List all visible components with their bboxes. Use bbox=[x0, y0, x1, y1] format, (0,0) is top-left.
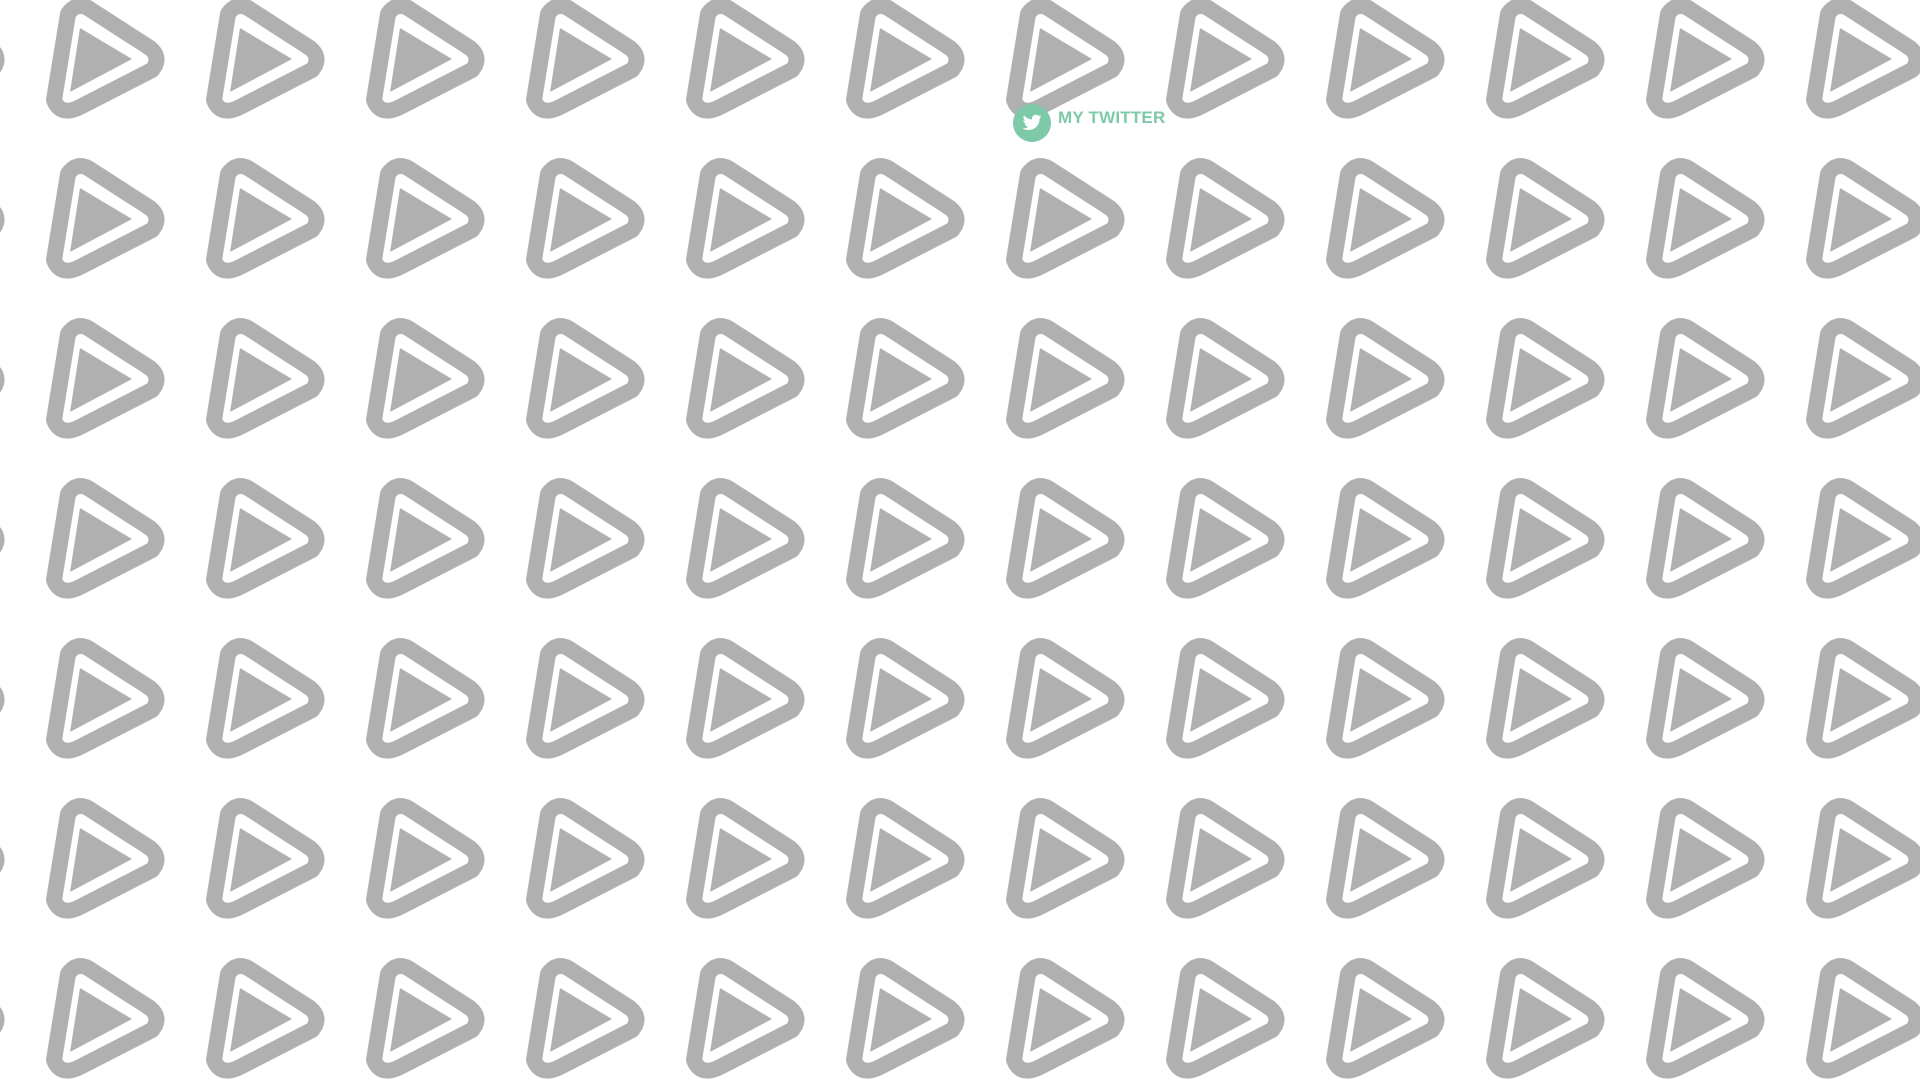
play-icon bbox=[1166, 798, 1285, 919]
play-icon bbox=[686, 478, 805, 599]
play-icon bbox=[846, 318, 965, 439]
play-icon bbox=[46, 798, 165, 919]
play-icon bbox=[1486, 158, 1605, 279]
play-icon bbox=[1006, 478, 1125, 599]
play-icon bbox=[1326, 158, 1445, 279]
play-icon bbox=[846, 0, 965, 119]
play-icon bbox=[206, 158, 325, 279]
play-icon bbox=[526, 958, 645, 1079]
play-icon bbox=[686, 638, 805, 759]
play-icon bbox=[686, 158, 805, 279]
play-icon bbox=[1326, 958, 1445, 1079]
play-icon bbox=[526, 318, 645, 439]
play-icon bbox=[1486, 638, 1605, 759]
play-icon bbox=[206, 478, 325, 599]
play-icon bbox=[1486, 318, 1605, 439]
play-icon bbox=[46, 478, 165, 599]
play-icon bbox=[1006, 798, 1125, 919]
play-icon bbox=[1166, 0, 1285, 119]
play-icon bbox=[1326, 0, 1445, 119]
play-icon bbox=[526, 798, 645, 919]
play-icon bbox=[526, 0, 645, 119]
play-icon bbox=[206, 638, 325, 759]
play-icon bbox=[1806, 958, 1920, 1079]
play-icon bbox=[846, 958, 965, 1079]
play-icon bbox=[1806, 798, 1920, 919]
play-icon bbox=[366, 798, 485, 919]
play-icon bbox=[1806, 158, 1920, 279]
play-icon bbox=[1166, 158, 1285, 279]
play-icon bbox=[686, 0, 805, 119]
play-icon bbox=[1646, 0, 1765, 119]
play-icon bbox=[1646, 798, 1765, 919]
play-icon bbox=[1486, 798, 1605, 919]
play-icon bbox=[366, 958, 485, 1079]
play-icon bbox=[366, 478, 485, 599]
play-icon bbox=[686, 958, 805, 1079]
play-icon bbox=[1166, 958, 1285, 1079]
my-twitter-label: MY TWITTER bbox=[1058, 108, 1166, 127]
play-icon bbox=[206, 798, 325, 919]
play-icon bbox=[686, 798, 805, 919]
play-icon bbox=[1326, 318, 1445, 439]
play-icon bbox=[846, 158, 965, 279]
play-icon bbox=[1486, 0, 1605, 119]
play-icon bbox=[1326, 638, 1445, 759]
play-icon bbox=[526, 478, 645, 599]
play-icon bbox=[1326, 798, 1445, 919]
play-icon bbox=[846, 798, 965, 919]
play-icon bbox=[46, 638, 165, 759]
play-icon bbox=[366, 638, 485, 759]
play-icon bbox=[1006, 638, 1125, 759]
play-icon bbox=[1006, 0, 1125, 119]
play-icon bbox=[1806, 478, 1920, 599]
play-icon bbox=[846, 478, 965, 599]
play-icon bbox=[1006, 958, 1125, 1079]
play-icon bbox=[366, 318, 485, 439]
play-icon bbox=[46, 318, 165, 439]
play-icon bbox=[46, 158, 165, 279]
play-icon bbox=[1646, 958, 1765, 1079]
play-icon bbox=[526, 638, 645, 759]
my-twitter-link[interactable]: MY TWITTER bbox=[1012, 100, 1165, 146]
play-icon bbox=[206, 318, 325, 439]
play-icon bbox=[1806, 318, 1920, 439]
play-icon bbox=[1646, 478, 1765, 599]
play-icon bbox=[846, 638, 965, 759]
play-icon bbox=[366, 0, 485, 119]
play-icon bbox=[1006, 318, 1125, 439]
play-icon bbox=[206, 958, 325, 1079]
play-icon bbox=[1806, 0, 1920, 119]
play-icon bbox=[686, 318, 805, 439]
play-icon bbox=[1006, 158, 1125, 279]
play-icon bbox=[1166, 478, 1285, 599]
play-icon bbox=[1166, 318, 1285, 439]
play-icon bbox=[46, 0, 165, 119]
play-icon bbox=[526, 158, 645, 279]
play-icon bbox=[46, 958, 165, 1079]
twitter-bird-icon bbox=[1013, 104, 1051, 142]
play-icon bbox=[1646, 638, 1765, 759]
play-icon bbox=[1486, 958, 1605, 1079]
play-icon bbox=[366, 158, 485, 279]
play-icon bbox=[1486, 478, 1605, 599]
play-icon bbox=[1646, 318, 1765, 439]
play-icon bbox=[1326, 478, 1445, 599]
play-icon bbox=[1166, 638, 1285, 759]
play-icon bbox=[1646, 158, 1765, 279]
play-icon bbox=[1806, 638, 1920, 759]
play-icon bbox=[206, 0, 325, 119]
